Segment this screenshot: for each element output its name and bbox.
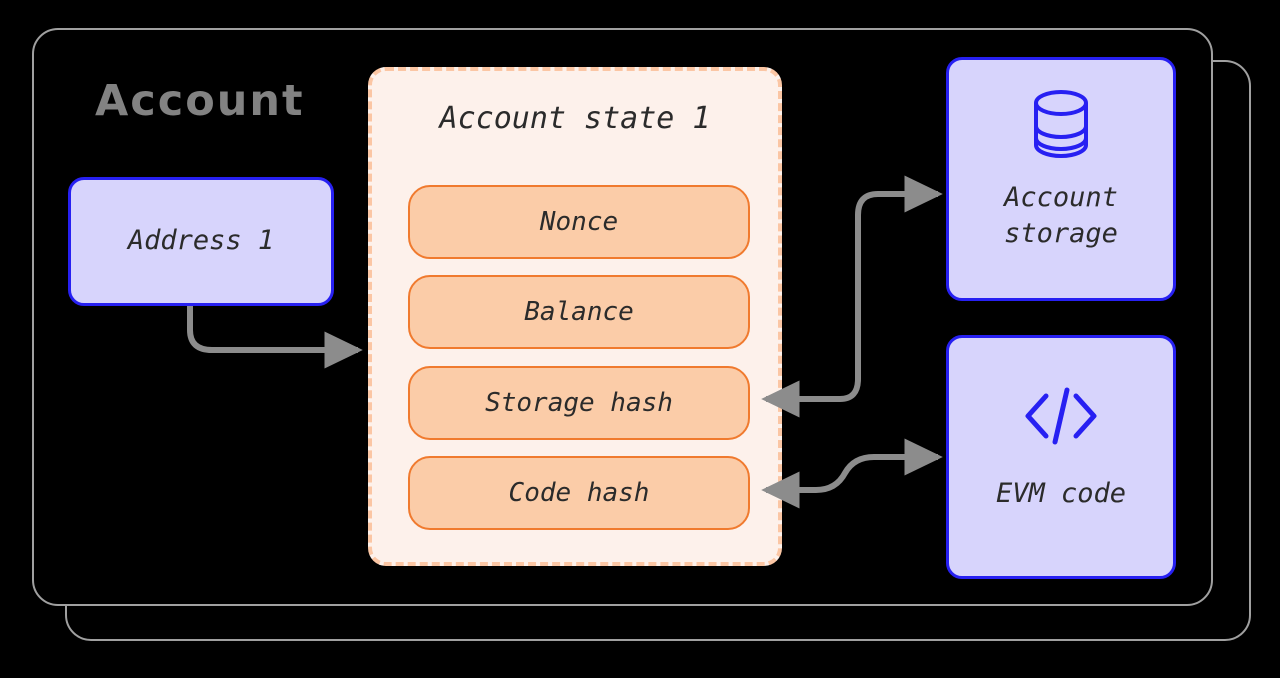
evm-code-node[interactable]: EVM code: [946, 335, 1176, 579]
address-node[interactable]: Address 1: [68, 177, 334, 306]
state-field-storage-hash[interactable]: Storage hash: [408, 366, 750, 440]
page-title: Account: [95, 76, 305, 126]
code-icon: [1022, 386, 1100, 450]
state-field-balance[interactable]: Balance: [408, 275, 750, 349]
evm-code-node-label: EVM code: [995, 478, 1127, 509]
account-state-panel: Account state 1 Nonce Balance Storage ha…: [368, 67, 782, 566]
account-storage-node-label: Account storage: [1004, 182, 1118, 250]
account-state-title: Account state 1: [439, 101, 711, 136]
address-node-label: Address 1: [127, 225, 275, 257]
account-storage-node[interactable]: Account storage: [946, 57, 1176, 301]
state-field-code-hash[interactable]: Code hash: [408, 456, 750, 530]
database-icon: [1030, 88, 1092, 164]
state-field-nonce[interactable]: Nonce: [408, 185, 750, 259]
